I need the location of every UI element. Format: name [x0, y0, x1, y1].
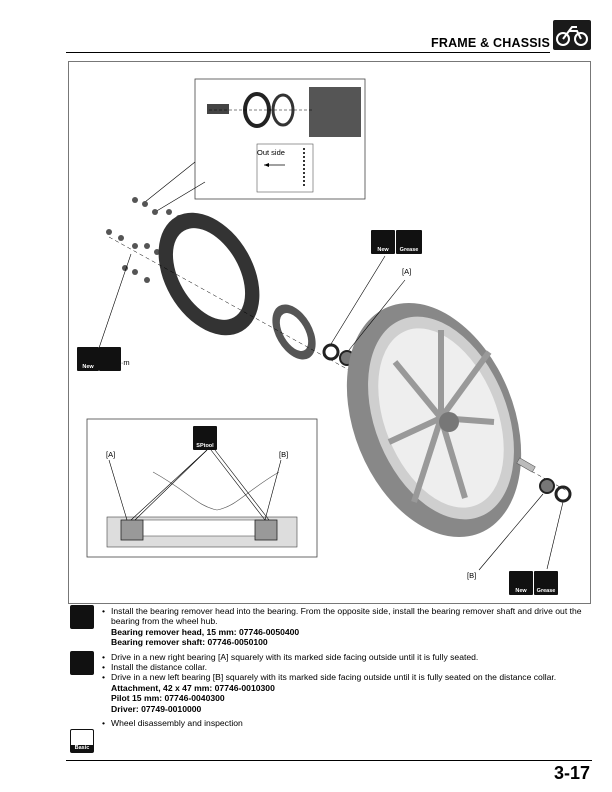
inset-bolt — [207, 104, 229, 114]
grease-label: Grease — [399, 247, 419, 253]
new-label: New — [377, 247, 389, 253]
step-text: Wheel disassembly and inspection — [111, 718, 243, 729]
grease-label: Grease — [536, 588, 556, 594]
tool-spec: Bearing remover shaft: 07746-0050100 — [111, 637, 268, 648]
replace-new-icon: New — [77, 347, 99, 371]
new-label: New — [82, 364, 94, 370]
special-tool-procedure-icon — [70, 605, 94, 629]
motorcycle-icon — [553, 20, 591, 50]
diagram-art — [86, 78, 572, 571]
header-divider — [66, 52, 550, 53]
install-procedure-icon — [70, 651, 94, 675]
left-bearing — [539, 478, 555, 494]
basic-manual-icon: Basic — [70, 729, 94, 753]
step-item: •Drive in a new right bearing [A] square… — [102, 651, 479, 662]
special-tool-label: SPtool — [196, 443, 214, 449]
replace-new-icon: New — [509, 571, 533, 595]
inset-label: Out side — [257, 148, 285, 157]
grease-icon: Grease — [534, 571, 558, 595]
wrench-icon — [99, 347, 121, 371]
basic-label: Basic — [71, 745, 93, 752]
right-dust-seal — [322, 343, 340, 361]
step-item: •Install the distance collar. — [102, 662, 208, 673]
grease-icon: Grease — [396, 230, 422, 254]
footer-divider — [66, 760, 592, 761]
step-text: Drive in a new right bearing [A] squarel… — [111, 651, 479, 662]
procedure-steps: •Install the bearing remover head into t… — [101, 606, 589, 728]
step-text: Install the distance collar. — [111, 662, 208, 673]
tool-spec: Attachment, 42 x 47 mm: 07746-0010300 — [111, 682, 275, 693]
step-item: •Drive in a new left bearing [B] squarel… — [102, 672, 557, 683]
detail-callout-a: [A] — [106, 450, 116, 459]
new-label: New — [515, 588, 527, 594]
exploded-wheel-diagram: Out side [A] [B] 35 N·m [A] [B] New Grea… — [68, 61, 591, 604]
step-item: •Install the bearing remover head into t… — [102, 606, 582, 627]
tool-spec: Driver: 07749-0010000 — [111, 703, 202, 714]
callout-a: [A] — [402, 267, 412, 276]
tool-spec: Bearing remover head, 15 mm: 07746-00504… — [111, 626, 300, 637]
step-text: Drive in a new left bearing [B] squarely… — [111, 672, 557, 683]
step-text: Install the bearing remover head into th… — [111, 606, 582, 627]
special-tool-icon: SPtool — [193, 426, 217, 450]
left-dust-seal — [554, 485, 572, 503]
bearing-install-detail — [86, 418, 318, 558]
inset-hub-section — [309, 87, 361, 137]
brake-disc — [158, 212, 260, 336]
wheel — [346, 302, 522, 538]
pulse-ring — [272, 304, 316, 360]
replace-new-icon: New — [371, 230, 395, 254]
section-title: FRAME & CHASSIS — [431, 36, 550, 50]
detail-callout-b: [B] — [279, 450, 289, 459]
inset-seal — [271, 93, 295, 127]
callout-b: [B] — [467, 571, 477, 580]
step-item: •Wheel disassembly and inspection — [102, 718, 243, 729]
tool-spec: Pilot 15 mm: 07746-0040300 — [111, 693, 225, 704]
page-number: 3-17 — [553, 763, 590, 783]
